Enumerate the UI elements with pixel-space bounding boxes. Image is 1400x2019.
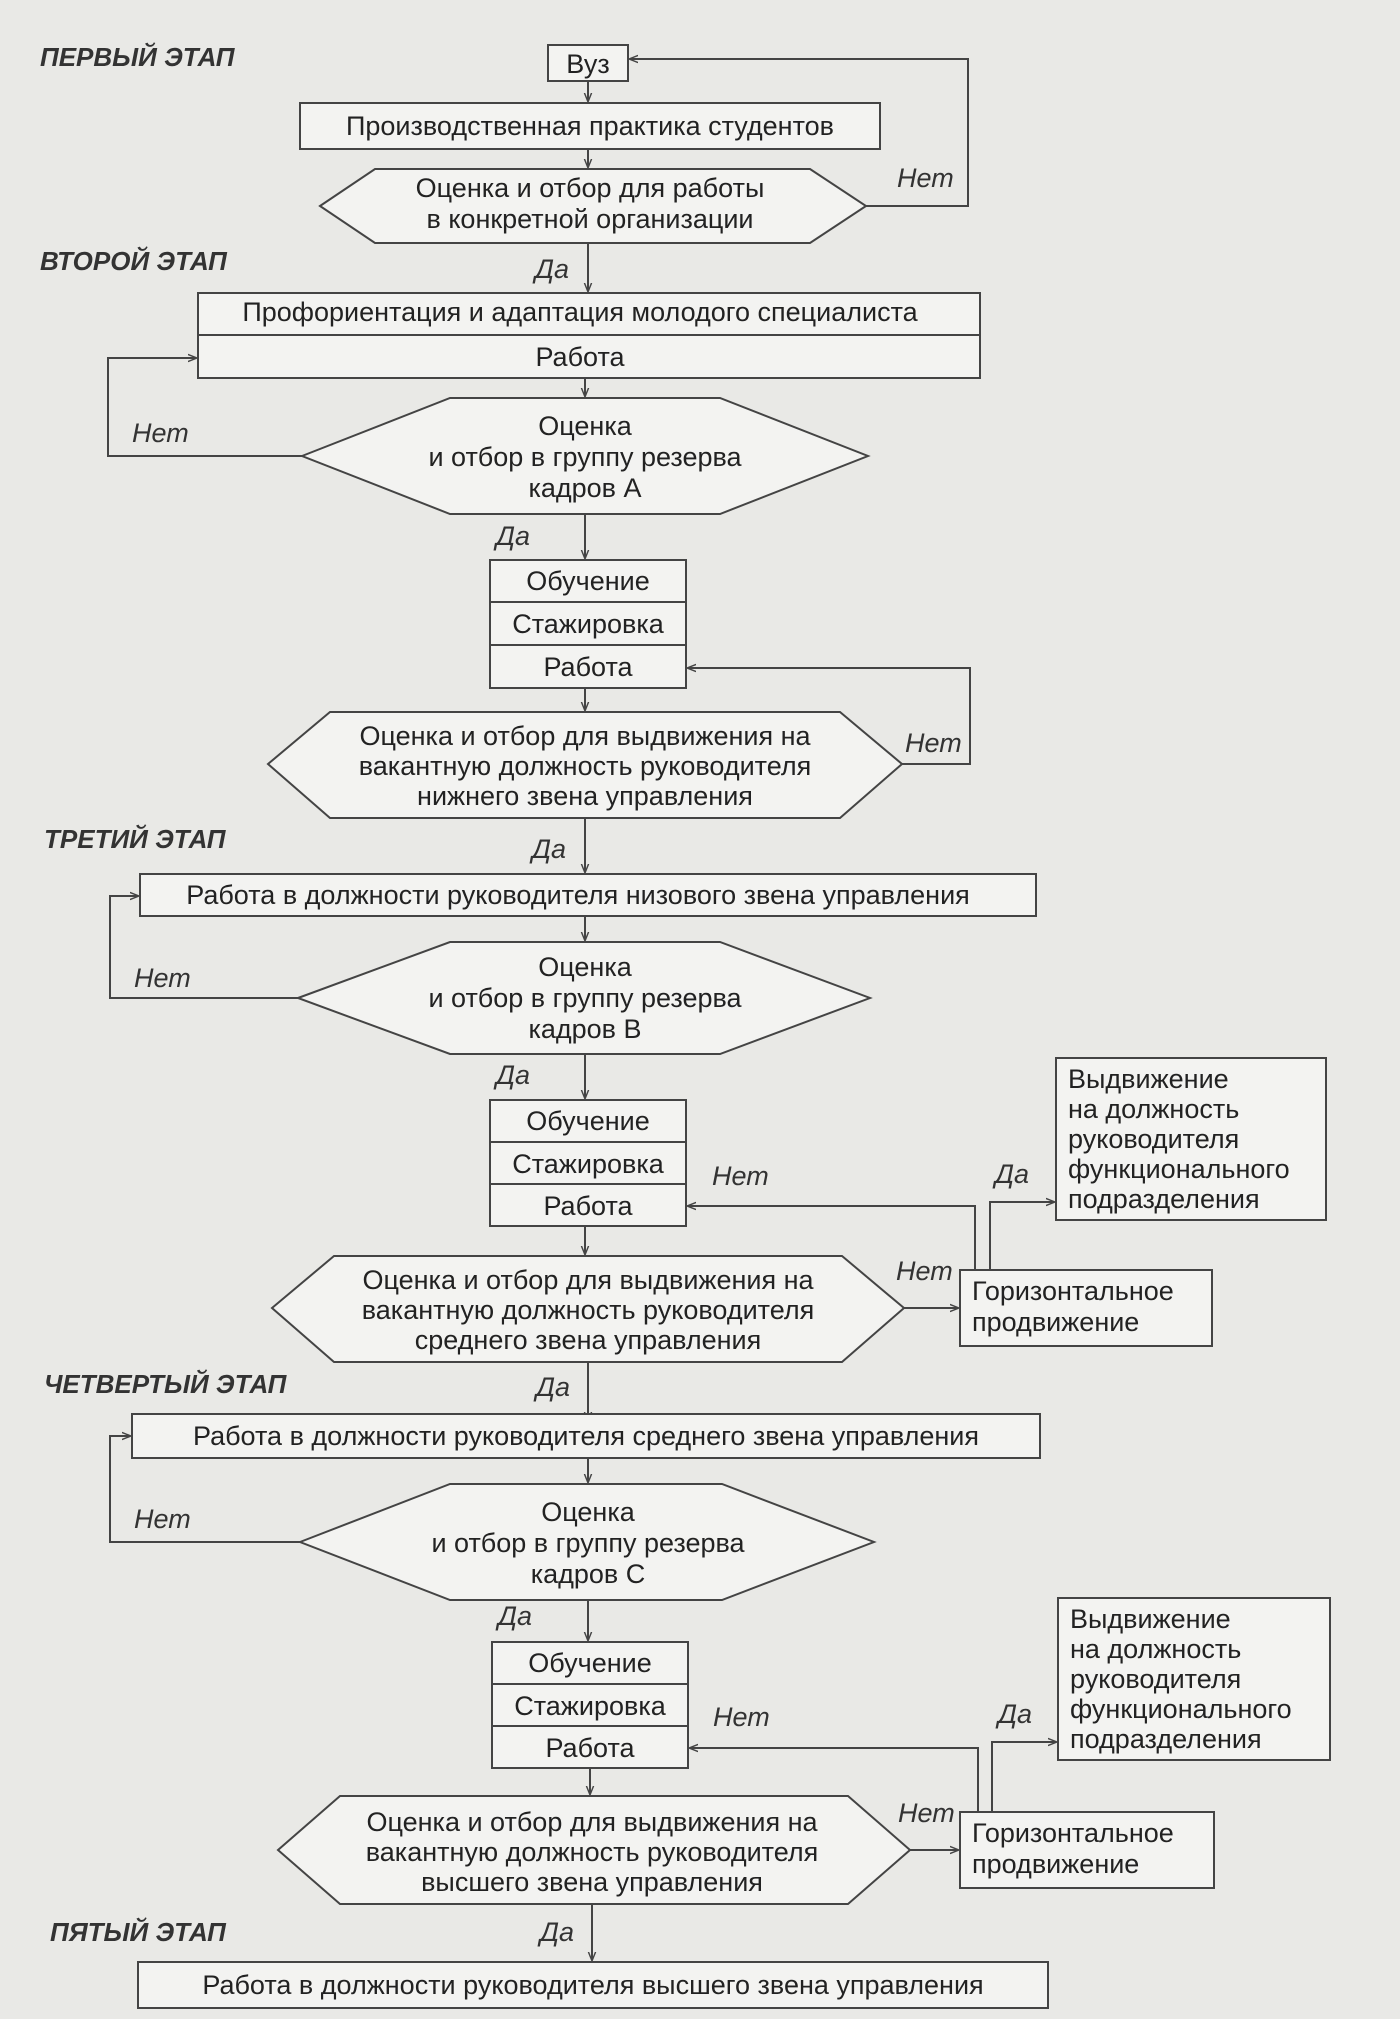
- node-horizontal-b: [959, 1269, 1213, 1347]
- stage-label-third: ТРЕТИЙ ЭТАП: [44, 824, 227, 854]
- node-training-block-a: [489, 559, 687, 689]
- node-functional-b-line3: руководителя: [1068, 1124, 1239, 1154]
- horizontal-c-yes-label: Да: [995, 1699, 1032, 1729]
- node-job-low: [139, 873, 1037, 917]
- block-b-training: Обучение: [526, 1106, 649, 1136]
- node-prof-work-label: Работа: [535, 342, 625, 372]
- decision-org-selection-line1: Оценка и отбор для работы: [416, 173, 765, 203]
- d5-no-label: Нет: [896, 1256, 953, 1286]
- node-job-mid: [131, 1413, 1041, 1459]
- node-training-block-b: [489, 1099, 687, 1227]
- node-functional-b-line2: на должность: [1068, 1094, 1239, 1124]
- stage-label-second: ВТОРОЙ ЭТАП: [40, 246, 228, 276]
- block-c-training: Обучение: [528, 1648, 651, 1678]
- arrow-d6-no: [109, 1436, 300, 1543]
- node-vuz-label: Вуз: [566, 49, 610, 79]
- horizontal-c-no-label: Нет: [713, 1702, 770, 1732]
- node-functional-b-line5: подразделения: [1068, 1184, 1260, 1214]
- decision-promotion-middle-line3: среднего звена управления: [415, 1325, 762, 1355]
- d5-yes-label: Да: [533, 1372, 570, 1402]
- node-functional-b-line4: функционального: [1068, 1154, 1290, 1184]
- node-functional-c-line2: на должность: [1070, 1634, 1241, 1664]
- arrow-d2-no: [107, 358, 302, 457]
- d7-yes-label: Да: [537, 1917, 574, 1947]
- decision-promotion-lower-line3: нижнего звена управления: [417, 781, 753, 811]
- horizontal-b-yes-label: Да: [992, 1159, 1029, 1189]
- node-practice-label: Производственная практика студентов: [346, 111, 834, 141]
- decision-reserve-a-line3: кадров А: [528, 473, 641, 503]
- decision-reserve-b: [295, 941, 873, 1055]
- node-horizontal-b-line1: Горизонтальное: [972, 1276, 1174, 1306]
- d6-no-label: Нет: [134, 1504, 191, 1534]
- d7-no-label: Нет: [898, 1798, 955, 1828]
- arrow-horizontal-b-yes: [989, 1202, 1054, 1270]
- block-b-work: Работа: [543, 1191, 633, 1221]
- node-horizontal-b-line2: продвижение: [972, 1307, 1139, 1337]
- node-job-low-label: Работа в должности руководителя низового…: [186, 880, 970, 910]
- decision-reserve-a-line2: и отбор в группу резерва: [428, 442, 742, 472]
- arrow-horizontal-b-no: [688, 1206, 976, 1270]
- d3-yes-label: Да: [529, 834, 566, 864]
- decision-promotion-lower-line2: вакантную должность руководителя: [359, 751, 811, 781]
- arrow-horizontal-c-yes: [991, 1742, 1056, 1812]
- arrow-horizontal-c-no: [690, 1748, 979, 1812]
- d1-yes-label: Да: [532, 254, 569, 284]
- node-horizontal-c-line1: Горизонтальное: [972, 1818, 1174, 1848]
- node-practice: [299, 102, 881, 150]
- decision-promotion-middle-line1: Оценка и отбор для выдвижения на: [362, 1265, 814, 1295]
- node-horizontal-c-line2: продвижение: [972, 1849, 1139, 1879]
- arrow-d4-no: [109, 896, 298, 999]
- d2-no-label: Нет: [132, 418, 189, 448]
- decision-promotion-high-line1: Оценка и отбор для выдвижения на: [366, 1807, 818, 1837]
- node-job-high: [137, 1961, 1049, 2009]
- stage-label-fifth: ПЯТЫЙ ЭТАП: [50, 1917, 227, 1947]
- decision-reserve-b-line2: и отбор в группу резерва: [428, 983, 742, 1013]
- node-functional-c-line1: Выдвижение: [1070, 1604, 1231, 1634]
- decision-reserve-b-line3: кадров В: [528, 1014, 641, 1044]
- node-functional-b: [1055, 1057, 1327, 1221]
- block-c-work: Работа: [545, 1733, 635, 1763]
- stage-label-first: ПЕРВЫЙ ЭТАП: [40, 42, 236, 72]
- d1-no-label: Нет: [897, 163, 954, 193]
- arrow-d1-no: [630, 59, 969, 207]
- node-functional-c-line3: руководителя: [1070, 1664, 1241, 1694]
- decision-reserve-c-line2: и отбор в группу резерва: [431, 1528, 745, 1558]
- decision-reserve-a-line1: Оценка: [538, 411, 632, 441]
- decision-promotion-lower-line1: Оценка и отбор для выдвижения на: [359, 721, 811, 751]
- block-b-internship: Стажировка: [512, 1149, 665, 1179]
- decision-reserve-b-line1: Оценка: [538, 952, 632, 982]
- decision-reserve-c-line3: кадров С: [531, 1559, 646, 1589]
- block-c-internship: Стажировка: [514, 1691, 667, 1721]
- decision-promotion-high-line3: высшего звена управления: [421, 1867, 763, 1897]
- decision-org-selection-line2: в конкретной организации: [426, 204, 753, 234]
- node-functional-c-line4: функционального: [1070, 1694, 1292, 1724]
- node-functional-b-line1: Выдвижение: [1068, 1064, 1229, 1094]
- horizontal-b-no-label: Нет: [712, 1161, 769, 1191]
- d4-yes-label: Да: [493, 1060, 530, 1090]
- node-job-high-label: Работа в должности руководителя высшего …: [202, 1970, 983, 2000]
- decision-reserve-c-line1: Оценка: [541, 1497, 635, 1527]
- d2-yes-label: Да: [493, 521, 530, 551]
- node-horizontal-c: [959, 1811, 1215, 1889]
- d3-no-label: Нет: [905, 728, 962, 758]
- block-a-training: Обучение: [526, 566, 649, 596]
- decision-promotion-high-line2: вакантную должность руководителя: [366, 1837, 818, 1867]
- stage-label-fourth: ЧЕТВЕРТЫЙ ЭТАП: [44, 1369, 288, 1399]
- decision-reserve-c: [297, 1483, 877, 1601]
- block-a-work: Работа: [543, 652, 633, 682]
- d6-yes-label: Да: [495, 1601, 532, 1631]
- node-job-mid-label: Работа в должности руководителя среднего…: [193, 1421, 979, 1451]
- node-prof-label: Профориентация и адаптация молодого спец…: [242, 297, 918, 327]
- block-a-internship: Стажировка: [512, 609, 665, 639]
- node-functional-c: [1057, 1597, 1331, 1761]
- decision-reserve-a: [299, 397, 871, 515]
- node-functional-c-line5: подразделения: [1070, 1724, 1262, 1754]
- d4-no-label: Нет: [134, 963, 191, 993]
- decision-promotion-middle-line2: вакантную должность руководителя: [362, 1295, 814, 1325]
- arrow-d3-no: [688, 668, 971, 765]
